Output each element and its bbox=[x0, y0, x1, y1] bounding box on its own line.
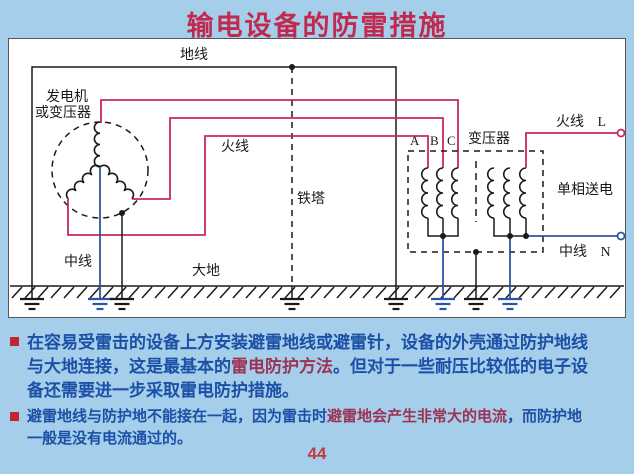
body-text: 在容易受雷击的设备上方安装避雷地线或避雷针，设备的外壳通过防护地线 bbox=[27, 333, 588, 352]
label-neutral-wire: 中线 bbox=[64, 255, 92, 270]
page-number: 44 bbox=[307, 444, 327, 463]
bullet-text: 在容易受雷击的设备上方安装避雷地线或避雷针，设备的外壳通过防护地线与大地连接，这… bbox=[27, 331, 588, 403]
label-live-wire: 火线 bbox=[221, 140, 249, 155]
label-live-terminal: 火线 L bbox=[556, 115, 607, 130]
label-generator-line1: 发电机 bbox=[46, 90, 88, 105]
bullet-text: 避雷地线与防护地不能接在一起，因为雷击时避雷地会产生非常大的电流，而防护地一般是… bbox=[27, 406, 582, 450]
label-phase-c: C bbox=[447, 133, 456, 148]
label-generator-line2: 或变压器 bbox=[35, 106, 91, 121]
body-text: 与大地连接，这是最基本的 bbox=[27, 357, 231, 376]
body-text: 一般是没有电流通过的。 bbox=[27, 430, 193, 447]
label-phase-a: A bbox=[410, 133, 420, 148]
label-neutral-terminal: 中线 N bbox=[559, 245, 611, 260]
label-earth: 大地 bbox=[192, 264, 220, 279]
emphasized-text: 雷电防护方法 bbox=[231, 357, 333, 376]
bullet-item: 避雷地线与防护地不能接在一起，因为雷击时避雷地会产生非常大的电流，而防护地一般是… bbox=[8, 406, 630, 450]
body-text: 备还需要进一步采取雷电防护措施。 bbox=[27, 381, 299, 400]
body-text: ，而防护地 bbox=[507, 408, 583, 425]
label-transformer: 变压器 bbox=[468, 132, 510, 147]
diagram-panel bbox=[8, 38, 626, 318]
body-text: 。但对于一些耐压比较低的电子设 bbox=[333, 357, 588, 376]
bullet-marker-icon bbox=[10, 337, 19, 346]
label-ground-wire: 地线 bbox=[180, 48, 208, 63]
bullet-item: 在容易受雷击的设备上方安装避雷地线或避雷针，设备的外壳通过防护地线与大地连接，这… bbox=[8, 331, 630, 403]
label-phase-b: B bbox=[430, 133, 439, 148]
notes-list: 在容易受雷击的设备上方安装避雷地线或避雷针，设备的外壳通过防护地线与大地连接，这… bbox=[8, 331, 630, 453]
emphasized-text: 避雷地会产生非常大的电流 bbox=[327, 408, 508, 425]
label-tower: 铁塔 bbox=[297, 192, 325, 207]
label-single-phase: 单相送电 bbox=[557, 183, 613, 198]
bullet-marker-icon bbox=[10, 412, 19, 421]
page-title: 输电设备的防雷措施 bbox=[186, 11, 448, 41]
body-text: 避雷地线与防护地不能接在一起，因为雷击时 bbox=[27, 408, 328, 425]
